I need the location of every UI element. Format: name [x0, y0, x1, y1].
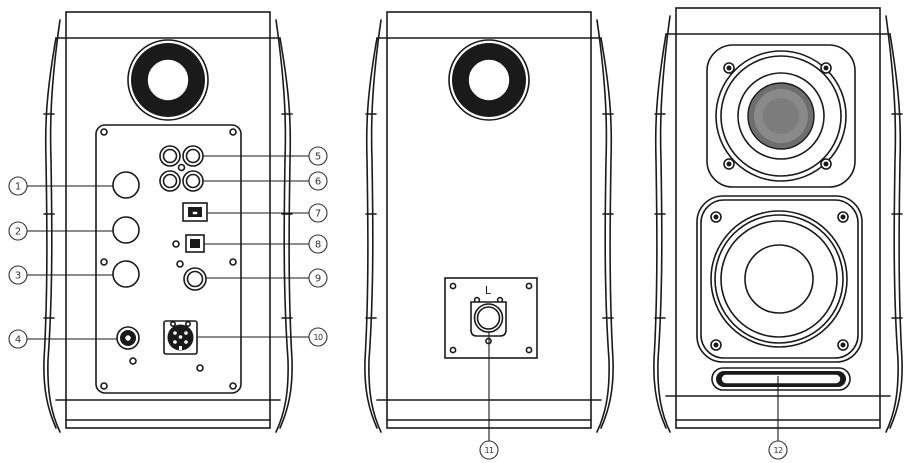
power-switch[interactable]: [116, 326, 140, 365]
callout-10: 10: [308, 327, 328, 347]
callout-12: 12: [768, 440, 788, 460]
speaker-terminal-plate: L: [444, 277, 538, 359]
front-port: [711, 367, 851, 391]
rear-view-speaker: [43, 11, 293, 433]
volume-knob[interactable]: [112, 260, 140, 288]
callout-1: 1: [8, 176, 28, 196]
callout-label: 11: [485, 446, 494, 455]
callout-label: 7: [315, 209, 321, 220]
callout-label: 4: [15, 335, 21, 346]
callout-8: 8: [308, 234, 328, 254]
treble-knob[interactable]: [112, 216, 140, 244]
rca-input-jacks[interactable]: [159, 145, 204, 192]
callout-label: 5: [315, 152, 321, 163]
callout-5: 5: [308, 146, 328, 166]
callout-2: 2: [8, 221, 28, 241]
front-view-speaker: [653, 7, 903, 433]
callout-label: 1: [15, 182, 21, 193]
bass-port: [448, 39, 530, 121]
tweeter: [706, 44, 856, 188]
bass-port: [127, 39, 209, 121]
optical-input[interactable]: [172, 234, 205, 253]
callout-11: 11: [479, 440, 499, 460]
callout-6: 6: [308, 171, 328, 191]
usb-port[interactable]: [182, 202, 208, 222]
callout-label: 12: [774, 446, 783, 455]
callout-4: 4: [8, 329, 28, 349]
callout-label: 3: [15, 271, 21, 282]
callout-label: 2: [15, 227, 21, 238]
callout-7: 7: [308, 203, 328, 223]
woofer: [696, 195, 863, 363]
callout-label: 10: [314, 333, 323, 342]
bass-knob[interactable]: [112, 171, 140, 199]
callout-9: 9: [308, 268, 328, 288]
callout-label: 6: [315, 177, 321, 188]
din-connector[interactable]: [163, 320, 204, 372]
coaxial-input[interactable]: [176, 260, 207, 291]
callout-label: 8: [315, 240, 321, 251]
callout-label: 9: [315, 274, 321, 285]
channel-mark: L: [485, 284, 492, 297]
callout-3: 3: [8, 265, 28, 285]
leader-lines-rear: [27, 155, 309, 340]
